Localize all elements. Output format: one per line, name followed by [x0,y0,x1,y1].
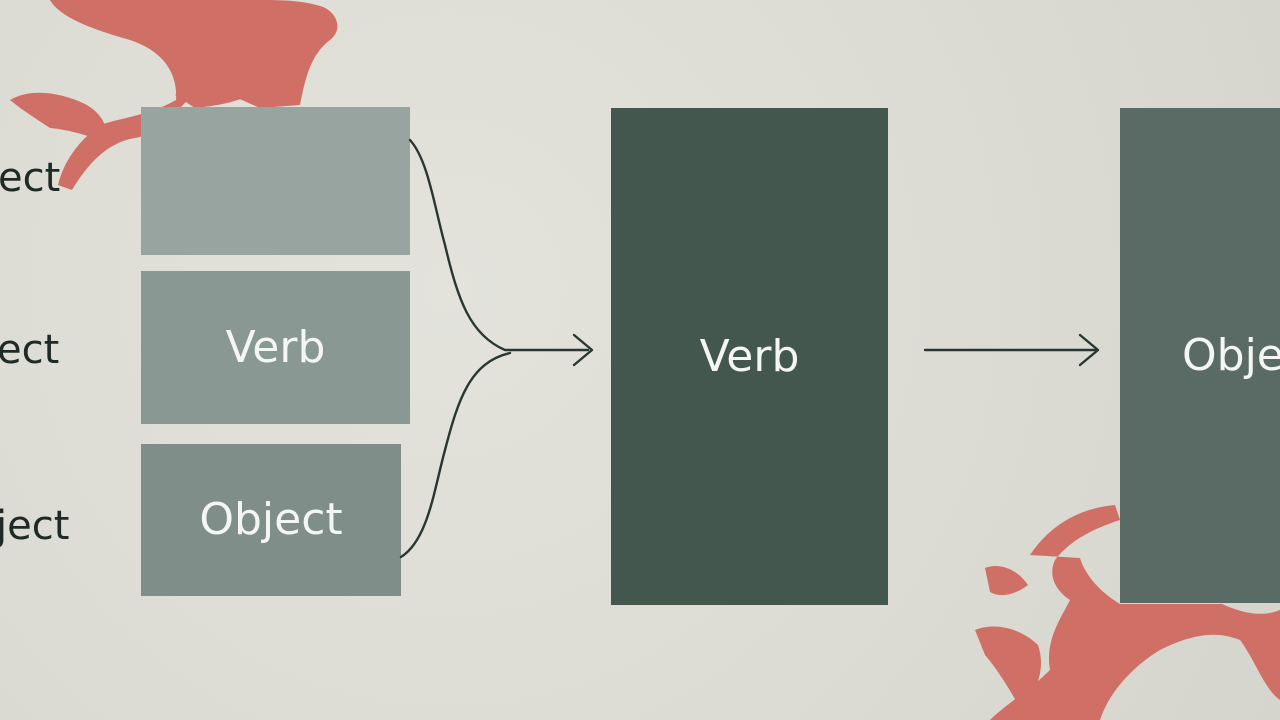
input-box-verb: Verb [141,271,410,424]
left-label-middle: ect [0,327,60,373]
input-box-verb-label: Verb [225,321,326,373]
arrowhead-into-verb-box [572,333,594,367]
bottom-right-brush-ornament [975,505,1280,720]
left-label-top: ect [0,155,61,201]
output-box-object-label: Obje [1182,329,1280,381]
edge-object-to-verb [399,351,512,559]
left-label-bottom: ject [0,503,70,549]
output-box-object: Obje [1120,108,1280,603]
input-box-top [141,107,410,255]
top-left-brush-ornament [10,0,338,190]
edge-top-to-verb [408,138,590,352]
arrowhead-into-object-box [1078,333,1100,367]
input-box-object: Object [141,444,401,596]
center-box-verb: Verb [611,108,888,605]
input-box-object-label: Object [199,494,343,545]
center-box-verb-label: Verb [699,330,800,382]
